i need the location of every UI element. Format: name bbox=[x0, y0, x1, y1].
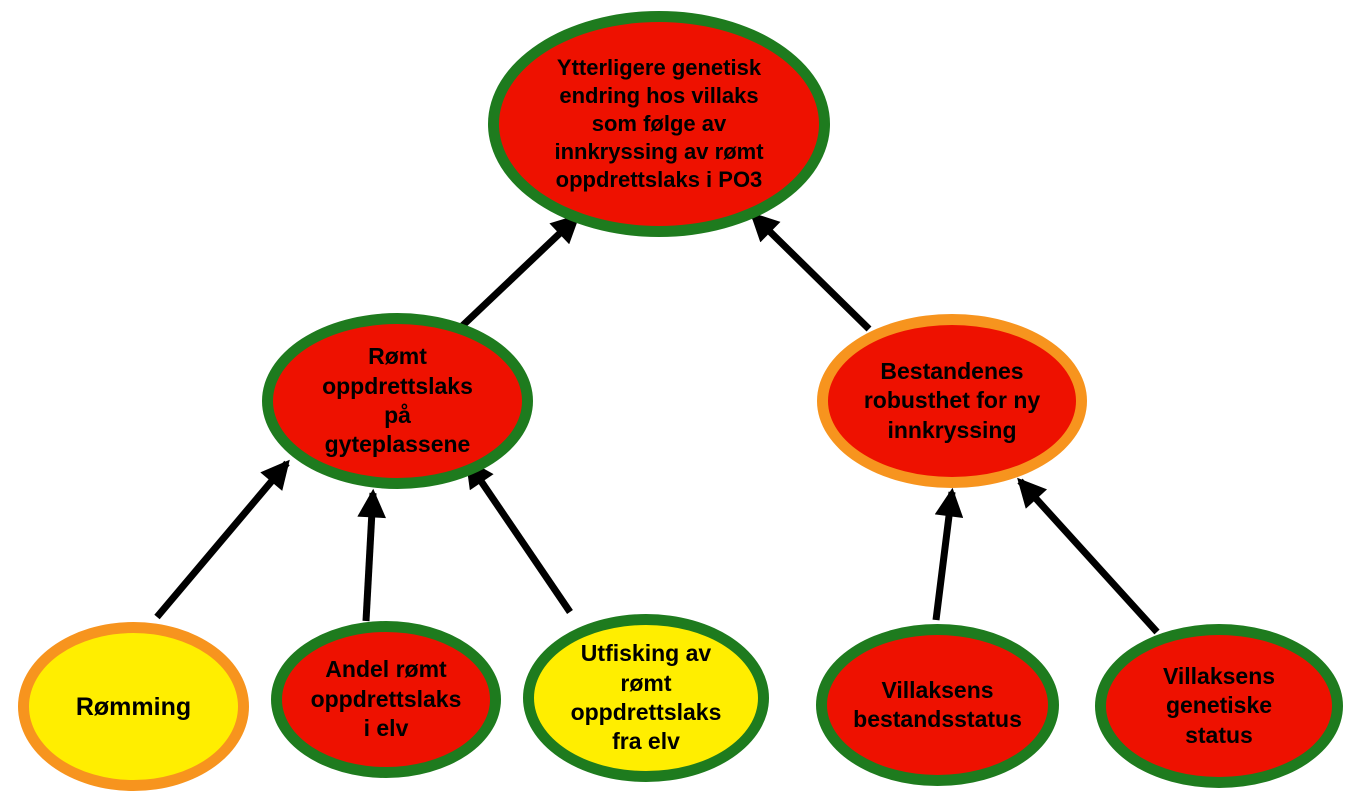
arrow-robusthet-to-top bbox=[749, 211, 872, 332]
node-utfisking-av-romt-oppdrettslaks: Utfisking av rømt oppdrettslaks fra elv bbox=[523, 614, 769, 782]
node-andel-romt-oppdrettslaks-i-elv: Andel rømt oppdrettslaks i elv bbox=[271, 621, 501, 778]
arrow-andel-romt-to-gyteplassene bbox=[357, 488, 386, 622]
node-villaksens-bestandsstatus: Villaksens bestandsstatus bbox=[816, 624, 1059, 786]
arrow-genetisk-status-to-robusthet bbox=[1017, 477, 1160, 635]
node-romming-label: Rømming bbox=[75, 692, 192, 721]
node-romming: Rømming bbox=[18, 622, 249, 791]
node-romt-oppdrettslaks-pa-gyteplassene-label: Rømt oppdrettslaks på gyteplassene bbox=[322, 343, 473, 458]
node-romt-oppdrettslaks-pa-gyteplassene: Rømt oppdrettslaks på gyteplassene bbox=[262, 313, 533, 489]
node-villaksens-bestandsstatus-label: Villaksens bestandsstatus bbox=[853, 676, 1022, 732]
node-bestandenes-robusthet-label: Bestandenes robusthet for ny innkryssing bbox=[863, 357, 1041, 443]
node-villaksens-genetiske-status: Villaksens genetiske status bbox=[1095, 624, 1343, 788]
node-villaksens-genetiske-status-label: Villaksens genetiske status bbox=[1162, 662, 1276, 748]
node-ytterligere-genetisk-endring: Ytterligere genetisk endring hos villaks… bbox=[488, 11, 830, 237]
arrow-gyteplassene-to-top bbox=[456, 214, 581, 332]
arrow-bestandsstatus-to-robusthet bbox=[932, 487, 964, 621]
node-utfisking-av-romt-oppdrettslaks-label: Utfisking av rømt oppdrettslaks fra elv bbox=[570, 640, 722, 755]
node-andel-romt-oppdrettslaks-i-elv-label: Andel rømt oppdrettslaks i elv bbox=[310, 656, 462, 742]
arrow-romming-to-gyteplassene bbox=[154, 459, 290, 620]
node-ytterligere-genetisk-endring-label: Ytterligere genetisk endring hos villaks… bbox=[554, 54, 764, 193]
node-bestandenes-robusthet: Bestandenes robusthet for ny innkryssing bbox=[817, 314, 1087, 488]
arrow-utfisking-to-gyteplassene bbox=[465, 458, 573, 614]
